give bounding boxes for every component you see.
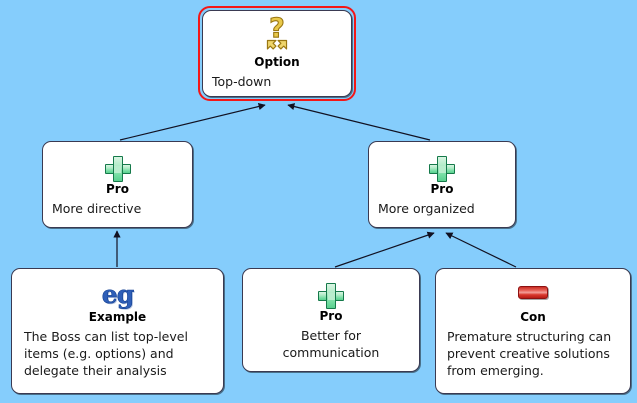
node-title: Pro [319, 309, 343, 323]
node-title: Pro [430, 182, 454, 196]
node-title: Pro [106, 182, 129, 196]
edge-pro-organized-to-option [287, 103, 431, 141]
node-pro-better-communication[interactable]: Pro Better for communication [242, 268, 420, 372]
node-icon-slot [447, 277, 619, 307]
node-body: More directive [52, 201, 142, 216]
node-body: Premature structuring can prevent creati… [447, 329, 612, 378]
node-body: Top-down [212, 74, 272, 89]
node-icon-slot: eg [24, 277, 211, 309]
selection-ring-option [198, 6, 356, 101]
edge-pro-communication-to-pro-organized [334, 231, 435, 268]
node-title: Con [520, 310, 546, 324]
node-pro-more-organized[interactable]: Pro More organized [368, 141, 516, 228]
node-title: Example [88, 310, 147, 324]
node-icon-slot [252, 277, 410, 309]
node-option-top-down[interactable]: ? Option Top-down [202, 10, 352, 97]
node-body: More organized [378, 201, 475, 216]
node-icon-slot [52, 150, 183, 182]
edge-pro-directive-to-option [119, 103, 266, 141]
node-icon-slot: ? [212, 14, 342, 55]
node-title: Option [254, 55, 300, 69]
plus-icon [318, 283, 344, 309]
node-pro-more-directive[interactable]: Pro More directive [42, 141, 193, 228]
option-question-arrows-icon: ? [256, 14, 298, 55]
node-body: Better for communication [282, 328, 380, 360]
plus-icon [429, 156, 455, 182]
node-con-premature-structuring[interactable]: Con Premature structuring can prevent cr… [435, 268, 631, 394]
minus-icon [518, 285, 548, 299]
node-body: The Boss can list top-level items (e.g. … [24, 329, 188, 378]
eg-icon: eg [101, 280, 134, 309]
plus-icon [104, 156, 131, 182]
node-icon-slot [378, 150, 506, 182]
node-example-boss-list[interactable]: eg Example The Boss can list top-level i… [11, 268, 224, 394]
edge-con-to-pro-organized [445, 232, 517, 268]
